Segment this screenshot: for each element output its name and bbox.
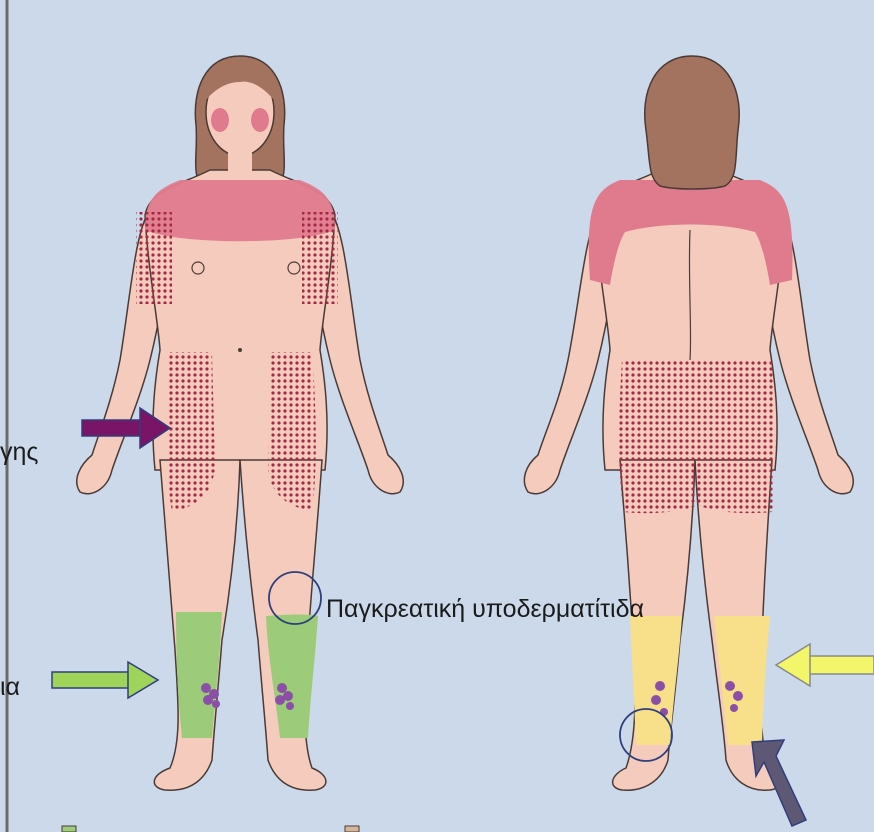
back-dotted-buttocks: [619, 360, 776, 513]
legend-swatch-beige: [345, 826, 359, 832]
label-left-top: γης: [0, 440, 38, 465]
front-dotted-left-arm: [136, 212, 172, 304]
front-dotted-right-arm: [302, 212, 338, 304]
front-dotted-right-thigh: [268, 352, 316, 512]
front-cheek-right: [251, 108, 269, 132]
label-left-mid: ια: [0, 675, 20, 700]
front-navel: [238, 348, 242, 352]
front-cheek-left: [211, 108, 229, 132]
legend-swatch-green: [62, 826, 76, 832]
label-pancreatic-panniculitis: Παγκρεατική υποδερματίτιδα: [326, 597, 644, 622]
back-hair: [645, 56, 740, 189]
front-neck: [228, 150, 252, 178]
front-dotted-left-thigh: [166, 352, 215, 512]
